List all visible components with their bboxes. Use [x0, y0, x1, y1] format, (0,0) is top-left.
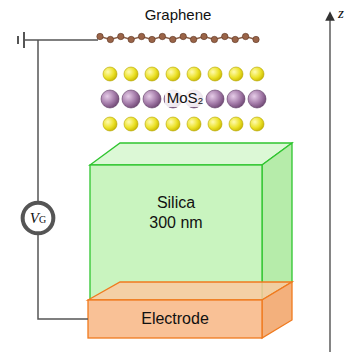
graphene-sheet — [97, 33, 259, 42]
source-outline — [23, 203, 54, 234]
atom — [229, 67, 243, 81]
gate-wire — [24, 40, 98, 202]
atom — [145, 117, 159, 131]
electrode-side-face — [262, 282, 292, 338]
atom — [145, 67, 159, 81]
voltage-source: VG — [22, 202, 54, 234]
atom — [227, 90, 245, 108]
atom — [103, 117, 117, 131]
atom — [103, 67, 117, 81]
atom — [166, 67, 180, 81]
atom — [208, 117, 222, 131]
electrode-top-face — [88, 282, 292, 300]
atom — [208, 67, 222, 81]
electrode-block — [88, 282, 292, 338]
carbon-atom — [180, 33, 186, 39]
carbon-atom — [128, 36, 134, 42]
dielectric-box: Silica300 nm — [90, 165, 262, 300]
carbon-atom — [97, 33, 103, 39]
silica-block — [90, 143, 292, 300]
carbon-atom — [138, 33, 144, 39]
silica-front-face — [90, 165, 262, 300]
carbon-atom — [107, 36, 113, 42]
carbon-atom — [211, 36, 217, 42]
axis-label: z — [338, 4, 344, 22]
wire — [38, 234, 88, 319]
ground-symbol — [23, 32, 25, 48]
carbon-atom — [201, 33, 207, 39]
electrode-front-face — [88, 300, 262, 338]
atom — [143, 90, 161, 108]
atom — [187, 67, 201, 81]
electrode-box: Electrode — [88, 300, 262, 338]
atom — [101, 90, 119, 108]
carbon-atom — [118, 33, 124, 39]
carbon-atom — [149, 36, 155, 42]
box-label: Silica — [157, 193, 195, 213]
atom — [248, 90, 266, 108]
material-label: MoS₂ — [165, 89, 206, 107]
carbon-atom — [242, 33, 248, 39]
atom — [206, 90, 224, 108]
carbon-atom — [222, 33, 228, 39]
carbon-atom — [253, 36, 259, 42]
box-label: Electrode — [141, 309, 209, 329]
atom — [166, 117, 180, 131]
carbon-atom — [159, 33, 165, 39]
box-label: 300 nm — [149, 213, 202, 233]
source-label: VG — [30, 209, 46, 228]
carbon-atom — [190, 36, 196, 42]
z-axis — [329, 16, 330, 352]
atom — [250, 117, 264, 131]
atom — [250, 67, 264, 81]
material-label: Graphene — [145, 6, 212, 24]
silica-top-face — [90, 143, 292, 165]
atom — [122, 90, 140, 108]
silica-side-face — [262, 143, 292, 300]
carbon-atom — [170, 36, 176, 42]
atom — [124, 117, 138, 131]
mos2-lattice — [101, 67, 266, 131]
atom — [229, 117, 243, 131]
carbon-atom — [232, 36, 238, 42]
atom — [124, 67, 138, 81]
ground-symbol — [17, 36, 19, 44]
atom — [187, 117, 201, 131]
